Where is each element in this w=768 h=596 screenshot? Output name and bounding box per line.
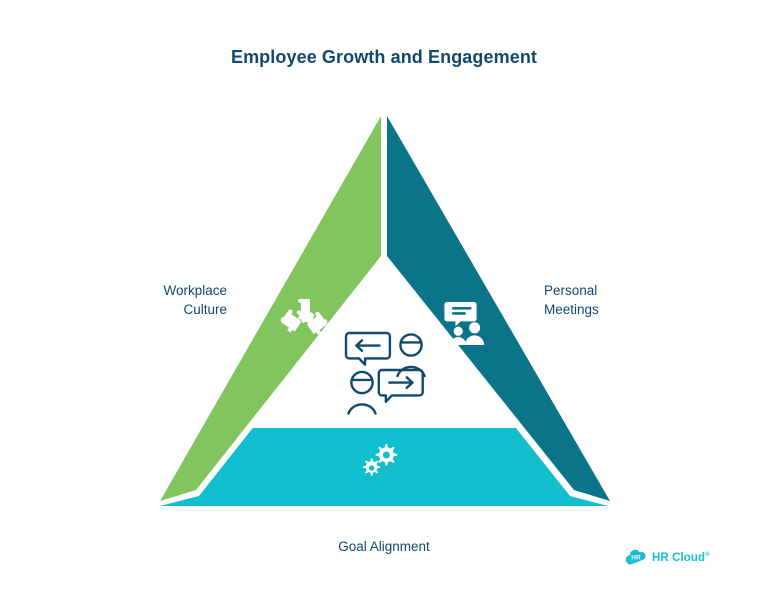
segment-personal-meetings[interactable]	[387, 116, 610, 501]
segment-goal-alignment[interactable]	[160, 262, 608, 506]
brand-name: HR Cloud®	[652, 549, 710, 564]
vertex-label-goal-alignment: Goal Alignment	[338, 539, 430, 554]
vertex-label-personal-meetings: Personal Meetings	[544, 283, 599, 317]
brand-trademark: ®	[705, 551, 710, 558]
page-title: Employee Growth and Engagement	[230, 47, 538, 67]
hr-cloud-logo[interactable]: HR HR Cloud®	[625, 544, 721, 568]
presentation-people-icon	[444, 302, 485, 345]
speech-bubble-right-arrow-icon	[377, 368, 424, 403]
segment-goal-alignment-shape	[160, 496, 608, 506]
gears-icon	[363, 444, 398, 476]
segment-workplace-culture-shape	[160, 116, 381, 501]
person-bottom-icon	[347, 370, 377, 415]
segment-personal-meetings-shape	[387, 116, 610, 501]
speech-bubble-left-arrow-icon	[344, 331, 392, 366]
teamwork-hands-icon	[280, 299, 328, 335]
brand-name-text: HR Cloud	[652, 551, 706, 564]
speech-bubbles-people-icon	[344, 331, 426, 415]
cloud-icon-text: HR	[631, 555, 641, 562]
vertex-label-workplace-culture: Workplace Culture	[163, 283, 227, 317]
segment-workplace-culture[interactable]	[160, 116, 381, 501]
cloud-icon: HR	[625, 547, 647, 565]
